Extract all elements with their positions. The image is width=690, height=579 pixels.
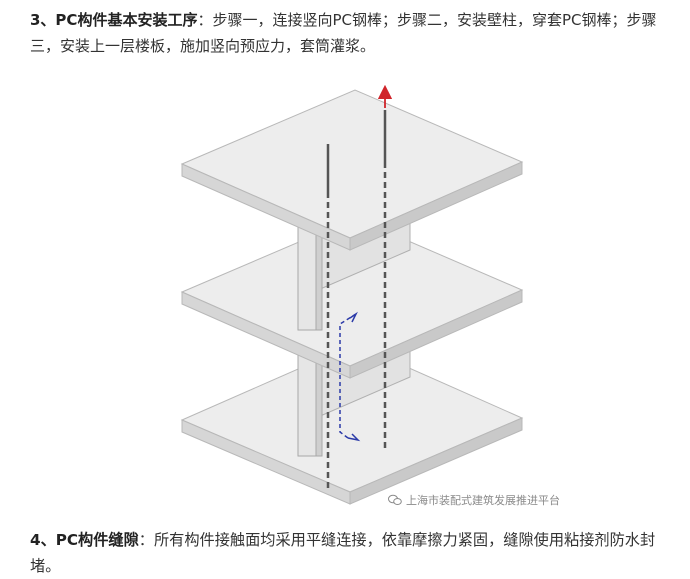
watermark-text: 上海市装配式建筑发展推进平台: [406, 494, 560, 507]
bottom-slab: [180, 343, 524, 505]
install-path-arrow-icon: [339, 311, 361, 442]
section4-paragraph: 4、PC构件缝隙：所有构件接触面均采用平缝连接，依靠摩擦力紧固，缝隙使用粘接剂防…: [30, 527, 680, 579]
section3-paragraph: 3、PC构件基本安装工序：步骤一，连接竖向PC钢棒；步骤二，安装壁柱，穿套PC钢…: [30, 7, 666, 59]
wechat-icon: [388, 494, 402, 505]
section4-heading: 4、PC构件缝隙: [30, 531, 139, 549]
lower-column: [297, 333, 323, 457]
section3-body: ：步骤一，连接竖向PC钢棒；步骤二，安装壁柱，穿套PC钢棒；步骤三，安装上一层楼…: [30, 11, 657, 55]
top-slab: [180, 89, 524, 251]
section3-heading: 3、PC构件基本安装工序: [30, 11, 198, 29]
assembly-diagram: [180, 84, 524, 505]
watermark: 上海市装配式建筑发展推进平台: [388, 492, 560, 508]
middle-slab: [180, 217, 524, 379]
